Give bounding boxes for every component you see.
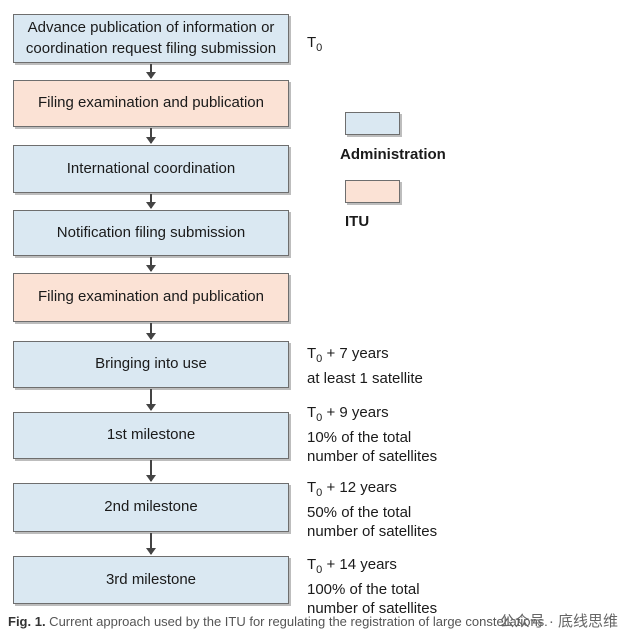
- figure-caption: Fig. 1. Current approach used by the ITU…: [8, 614, 548, 629]
- watermark: 公众号 · 底线思维: [499, 613, 618, 630]
- step-7-label: 1st milestone: [106, 426, 196, 444]
- legend-swatch-itu: [345, 180, 400, 203]
- arrow-8: [146, 533, 156, 555]
- step-3-box: International coordination: [13, 145, 289, 193]
- milestone-info-1st: T0 + 9 years 10% of the total number of …: [307, 404, 438, 465]
- step-7-box: 1st milestone: [13, 412, 289, 459]
- step-1-box: Advance publication of information or co…: [13, 14, 289, 63]
- step-1-label: Advance publication of information or co…: [25, 19, 277, 57]
- step-3-label: International coordination: [66, 159, 236, 177]
- milestone-info-3rd: T0 + 14 years 100% of the total number o…: [307, 556, 438, 617]
- arrow-5: [146, 323, 156, 340]
- step-2-box: Filing examination and publication: [13, 80, 289, 127]
- requirement-line: 10% of the total: [307, 429, 412, 446]
- requirement-line: 50% of the total: [307, 504, 412, 521]
- arrow-4: [146, 257, 156, 272]
- step-4-label: Notification filing submission: [56, 223, 246, 241]
- legend-swatch-administration: [345, 112, 400, 135]
- requirement-line: 100% of the total: [307, 581, 420, 598]
- requirement-line: at least 1 satellite: [307, 370, 423, 387]
- caption-text: Current approach used by the ITU for reg…: [45, 614, 548, 629]
- time-label-t0: T0: [307, 34, 323, 54]
- step-5-box: Filing examination and publication: [13, 273, 289, 322]
- arrow-3: [146, 194, 156, 209]
- step-6-label: Bringing into use: [95, 355, 207, 373]
- requirement-line: number of satellites: [307, 523, 438, 540]
- legend-label-administration: Administration: [340, 146, 446, 163]
- milestone-info-bringing-into-use: T0 + 7 years at least 1 satellite: [307, 345, 423, 387]
- caption-prefix: Fig. 1.: [8, 614, 46, 629]
- arrow-2: [146, 128, 156, 144]
- requirement-line: number of satellites: [307, 448, 438, 465]
- step-5-label: Filing examination and publication: [38, 288, 264, 306]
- legend-label-itu: ITU: [345, 213, 370, 230]
- step-9-label: 3rd milestone: [105, 570, 197, 588]
- step-8-label: 2nd milestone: [104, 498, 198, 516]
- step-4-box: Notification filing submission: [13, 210, 289, 256]
- requirement-line: number of satellites: [307, 600, 438, 617]
- step-9-box: 3rd milestone: [13, 556, 289, 604]
- step-2-label: Filing examination and publication: [38, 94, 264, 112]
- arrow-7: [146, 460, 156, 482]
- step-6-box: Bringing into use: [13, 341, 289, 388]
- arrow-6: [146, 389, 156, 411]
- milestone-info-2nd: T0 + 12 years 50% of the total number of…: [307, 479, 438, 540]
- arrow-1: [146, 64, 156, 79]
- step-8-box: 2nd milestone: [13, 483, 289, 532]
